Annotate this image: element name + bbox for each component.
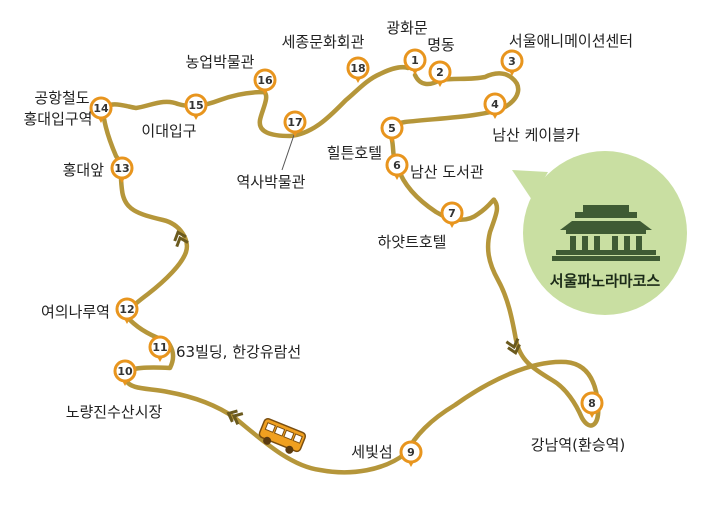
stop-label-1: 광화문 bbox=[386, 19, 428, 37]
stop-number: 3 bbox=[508, 55, 516, 68]
stop-label-9: 세빛섬 bbox=[351, 443, 392, 461]
stop-marker-4: 4 bbox=[483, 92, 507, 119]
badge-title: 서울파노라마코스 bbox=[550, 272, 661, 290]
stop-marker-11: 11 bbox=[148, 335, 172, 362]
marker-circle bbox=[428, 60, 452, 84]
stop-marker-18: 18 bbox=[346, 56, 370, 83]
stop-number: 2 bbox=[436, 66, 444, 79]
stop-label-15: 이대입구 bbox=[141, 122, 196, 140]
stop-label-14-line2: 홍대입구역 bbox=[23, 110, 92, 128]
stop-label-10: 노량진수산시장 bbox=[66, 403, 163, 421]
marker-circle bbox=[403, 48, 427, 72]
stop-label-13: 홍대앞 bbox=[63, 161, 105, 179]
stop-number: 6 bbox=[393, 159, 401, 172]
marker-circle bbox=[385, 153, 409, 177]
stop-label-3: 서울애니메이션센터 bbox=[509, 32, 633, 50]
stop-label-8: 강남역(환승역) bbox=[531, 436, 626, 454]
stop-label-2: 명동 bbox=[427, 36, 455, 54]
stop-number: 5 bbox=[388, 122, 396, 135]
stop-number: 12 bbox=[119, 303, 134, 316]
badge-tail bbox=[512, 170, 548, 200]
marker-circle bbox=[283, 110, 307, 134]
stop-marker-6: 6 bbox=[385, 153, 409, 180]
stop-marker-14: 14 bbox=[89, 96, 113, 123]
stop-marker-9: 9 bbox=[399, 440, 423, 467]
marker-circle bbox=[380, 116, 404, 140]
marker-circle bbox=[346, 56, 370, 80]
stop-marker-16: 16 bbox=[253, 68, 277, 95]
stop-label-18: 세종문화회관 bbox=[282, 33, 365, 51]
marker-circle bbox=[113, 359, 137, 383]
stop-marker-5: 5 bbox=[380, 116, 404, 143]
marker-circle bbox=[115, 297, 139, 321]
stop-marker-1: 1 bbox=[403, 48, 427, 75]
stop-marker-3: 3 bbox=[500, 49, 524, 76]
stop-label-11: 63빌딩, 한강유람선 bbox=[176, 343, 301, 361]
marker-circle bbox=[89, 96, 113, 120]
stop-number: 14 bbox=[93, 102, 109, 115]
marker-circle bbox=[399, 440, 423, 464]
stop-marker-2: 2 bbox=[428, 60, 452, 87]
marker-circle bbox=[253, 68, 277, 92]
stop-number: 18 bbox=[350, 62, 365, 75]
stop-label-4: 남산 케이블카 bbox=[492, 126, 580, 144]
marker-circle bbox=[184, 93, 208, 117]
palace-icon bbox=[552, 205, 660, 261]
stop-number: 11 bbox=[152, 341, 167, 354]
stop-marker-10: 10 bbox=[113, 359, 137, 386]
stop-number: 16 bbox=[257, 74, 273, 87]
marker-circle bbox=[110, 156, 134, 180]
stop-marker-17: 17 bbox=[283, 110, 307, 137]
stop-label-6: 남산 도서관 bbox=[410, 163, 484, 181]
bus-icon bbox=[258, 418, 307, 454]
stop-marker-13: 13 bbox=[110, 156, 134, 183]
stop-label-16: 농업박물관 bbox=[185, 53, 254, 71]
direction-arrow-icon bbox=[505, 338, 521, 356]
stop-label-12: 여의나루역 bbox=[41, 303, 110, 321]
stop-number: 15 bbox=[188, 99, 203, 112]
stop-label-5: 힐튼호텔 bbox=[327, 144, 382, 162]
stop-number: 4 bbox=[491, 98, 499, 111]
label-leader-line bbox=[281, 131, 296, 171]
stop-number: 1 bbox=[411, 54, 419, 67]
stop-marker-12: 12 bbox=[115, 297, 139, 324]
direction-arrow-icon bbox=[226, 409, 244, 426]
stop-label-7: 하얏트호텔 bbox=[377, 233, 446, 251]
stop-marker-15: 15 bbox=[184, 93, 208, 120]
marker-circle bbox=[440, 201, 464, 225]
course-badge: 서울파노라마코스 bbox=[512, 151, 687, 315]
stop-label-14: 공항철도 bbox=[34, 89, 89, 107]
stop-number: 7 bbox=[448, 207, 456, 220]
stop-marker-7: 7 bbox=[440, 201, 464, 228]
stop-label-17: 역사박물관 bbox=[236, 173, 305, 191]
marker-circle bbox=[148, 335, 172, 359]
marker-circle bbox=[580, 391, 604, 415]
stop-number: 13 bbox=[114, 162, 129, 175]
direction-arrow-icon bbox=[173, 230, 189, 248]
stop-number: 17 bbox=[287, 116, 302, 129]
marker-circle bbox=[500, 49, 524, 73]
stop-number: 10 bbox=[117, 365, 133, 378]
stop-number: 8 bbox=[588, 397, 596, 410]
marker-circle bbox=[483, 92, 507, 116]
stop-number: 9 bbox=[407, 446, 415, 459]
stop-marker-8: 8 bbox=[580, 391, 604, 418]
